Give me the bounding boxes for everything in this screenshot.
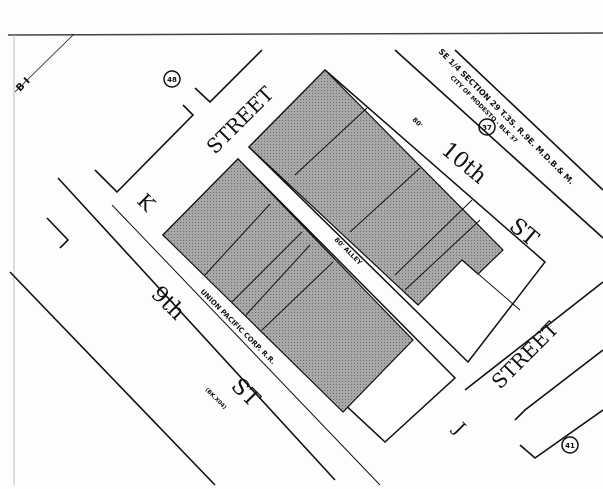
upper-parcel-lines	[294, 106, 521, 311]
ninth-street-suffix: ST	[226, 374, 265, 413]
lower-parcel-lines	[204, 203, 334, 331]
j-street-prefix: J	[448, 417, 469, 438]
block-number-41: 41	[561, 436, 579, 454]
j-street-label: STREET	[487, 316, 564, 393]
block-number-37: 37	[478, 118, 496, 136]
lower-block-shaded-parcels	[162, 158, 414, 413]
svg-text:41: 41	[565, 442, 575, 450]
street-lines	[9, 33, 603, 486]
corner-letters: B I	[14, 76, 32, 94]
svg-text:48: 48	[167, 76, 177, 84]
k-street-prefix: K	[132, 189, 160, 217]
block-number-48: 48	[163, 70, 181, 88]
ninth-street-label: 9th	[146, 282, 190, 326]
street-width-label: 80'	[411, 116, 424, 129]
frame-top	[7, 32, 603, 36]
svg-text:37: 37	[482, 124, 492, 132]
book-reference: (BK.X04)	[204, 387, 228, 411]
